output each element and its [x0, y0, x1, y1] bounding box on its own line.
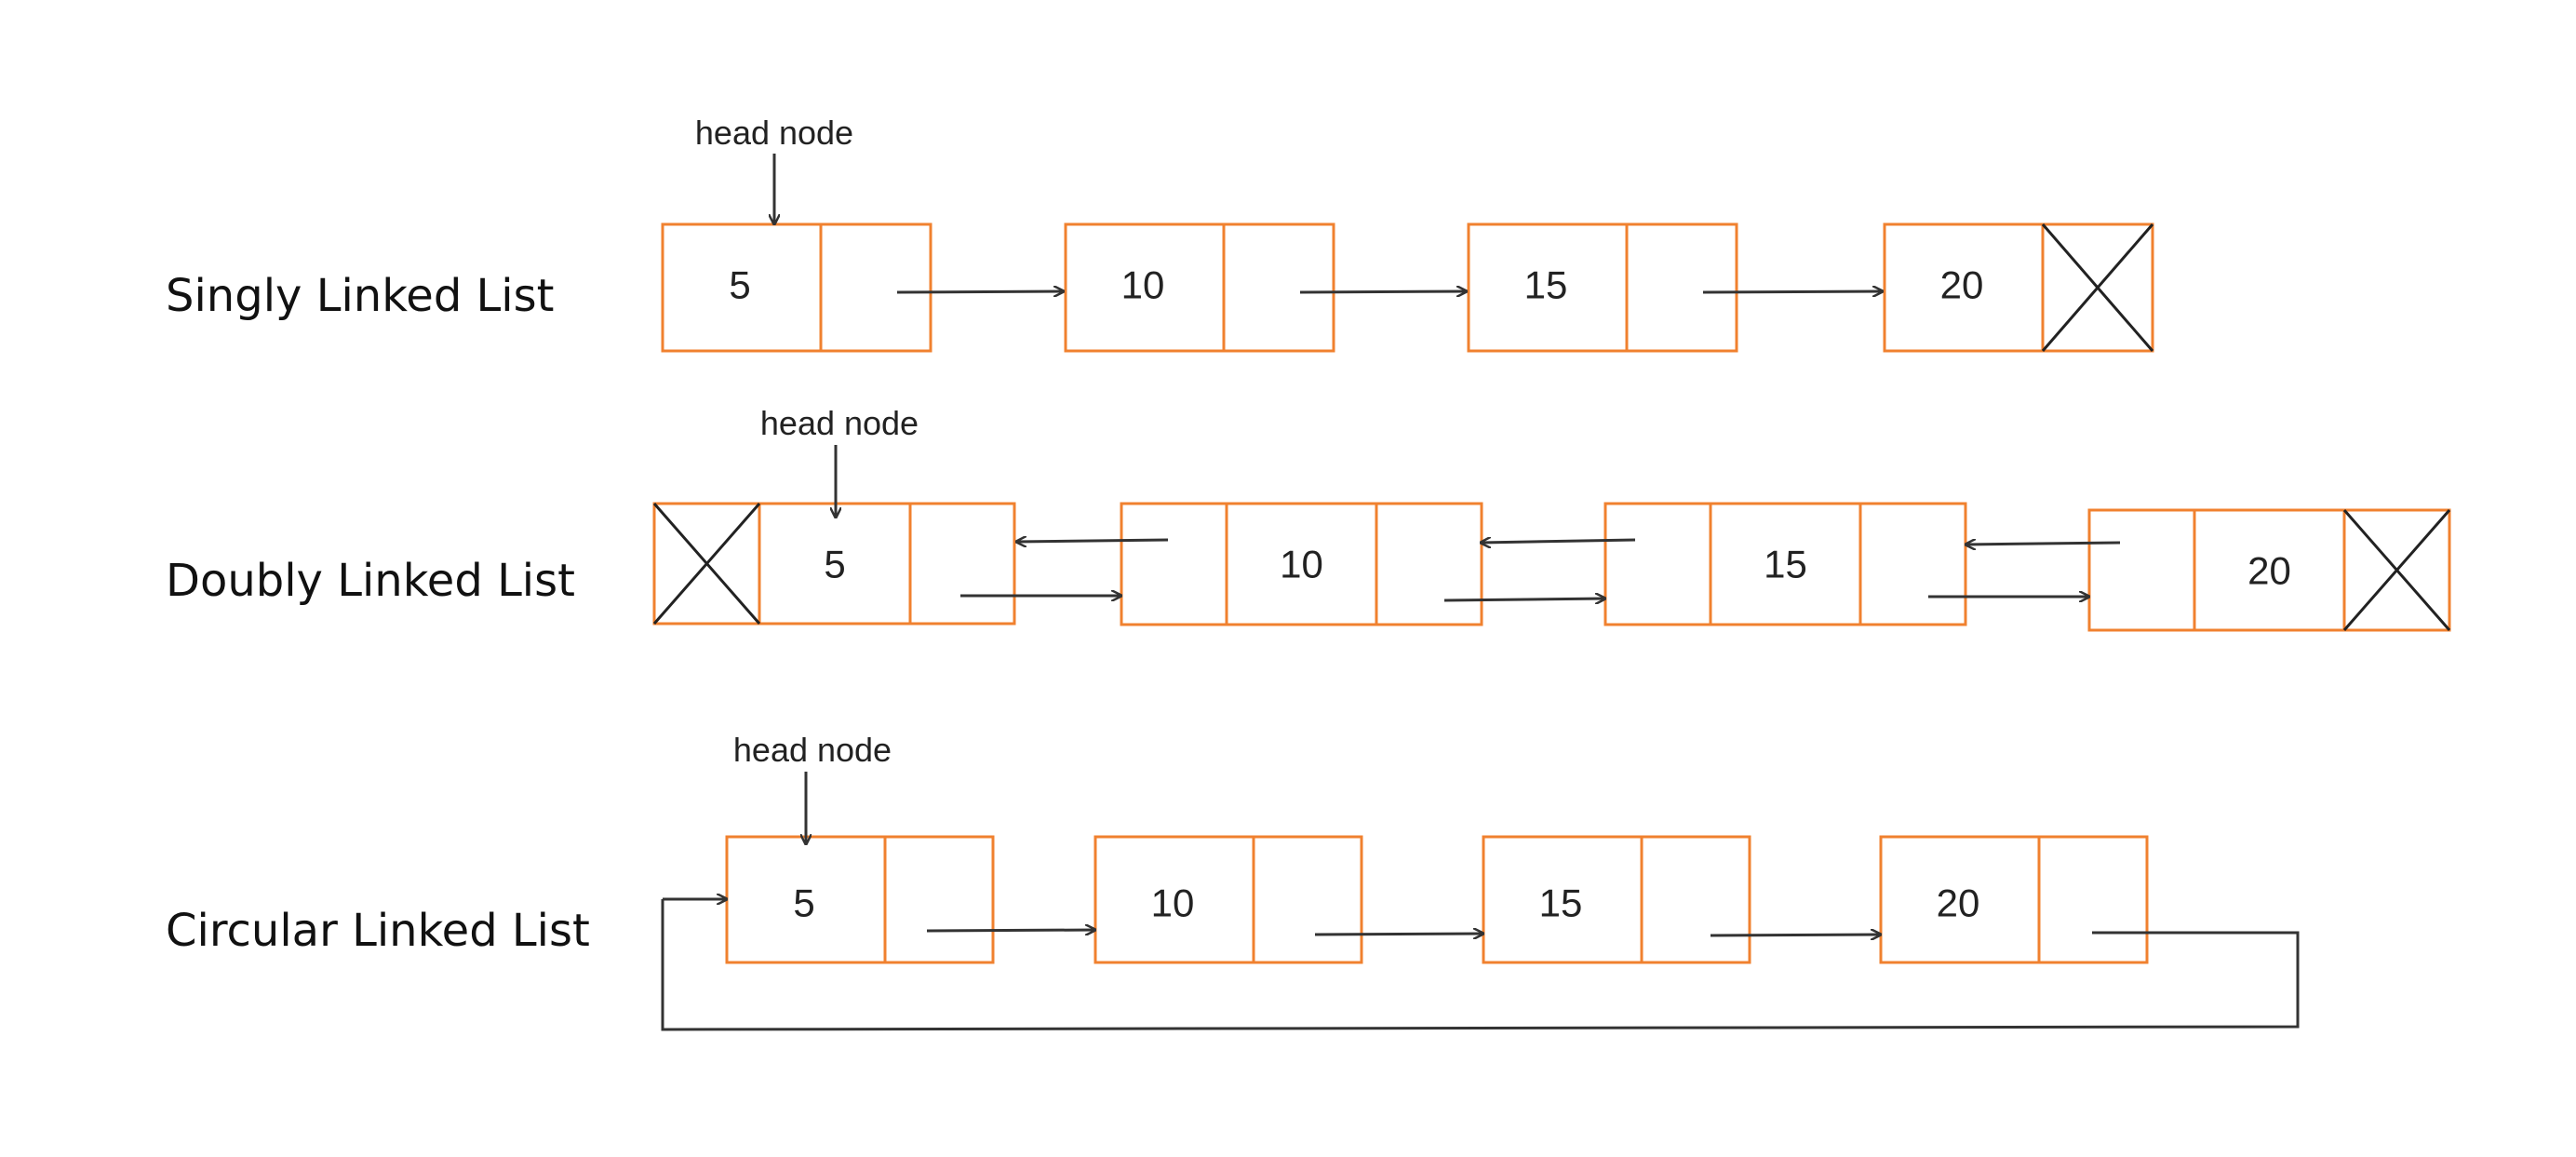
head-node-label-singly: head node: [695, 114, 853, 152]
circular-node-1-value: 5: [793, 881, 814, 925]
circular-node-2-value: 10: [1151, 881, 1195, 925]
title-doubly-linked-list: Doubly Linked List: [166, 555, 575, 607]
head-node-label-circular: head node: [733, 731, 892, 769]
circular-next-arrow-1: [926, 930, 1095, 931]
circular-node-4-value: 20: [1937, 881, 1980, 925]
singly-node-1-data-cell: [661, 222, 823, 353]
singly-next-arrow-1: [896, 291, 1064, 292]
singly-node-1-value: 5: [729, 263, 750, 307]
singly-node-2-value: 10: [1121, 263, 1165, 307]
singly-node-3-value: 15: [1524, 263, 1568, 307]
doubly-next-arrow-2: [1443, 599, 1605, 600]
circular-node-2-data-cell: [1093, 835, 1255, 964]
diagram-shapes: [652, 154, 2451, 1031]
doubly-node-2-value: 10: [1280, 543, 1323, 586]
singly-node-3-data-cell: [1467, 222, 1629, 353]
singly-node-4-value: 20: [1940, 263, 1984, 307]
circular-return-path: [661, 899, 2300, 1031]
singly-next-arrow-2: [1299, 291, 1467, 292]
doubly-node-3-next-cell: [1858, 502, 1967, 626]
singly-node-4-null-marker: [2041, 223, 2154, 352]
doubly-node-4-data-cell: [2193, 508, 2346, 632]
doubly-node-4-next-null-marker: [2342, 509, 2451, 631]
doubly-node-2-prev-cell: [1120, 502, 1228, 626]
doubly-node-1-next-cell: [908, 502, 1016, 626]
doubly-node-3-value: 15: [1764, 543, 1807, 586]
doubly-node-4-next-null-marker-stroke-b: [2342, 509, 2451, 631]
doubly-node-4-prev-cell: [2087, 508, 2196, 632]
head-node-label-doubly: head node: [760, 404, 919, 442]
singly-node-3-next-cell: [1625, 222, 1738, 353]
doubly-node-2-data-cell: [1225, 502, 1378, 626]
title-circular-linked-list: Circular Linked List: [166, 905, 590, 957]
circular-next-arrow-2: [1314, 934, 1483, 935]
circular-node-2-next-cell: [1252, 835, 1363, 964]
circular-node-4-next-cell: [2037, 835, 2149, 964]
doubly-node-3-data-cell: [1709, 502, 1862, 626]
doubly-node-3-prev-cell: [1603, 502, 1712, 626]
circular-node-3-data-cell: [1482, 835, 1644, 964]
singly-node-2-data-cell: [1064, 222, 1226, 353]
doubly-prev-arrow-3: [1966, 543, 2121, 545]
doubly-prev-arrow-1: [1016, 540, 1169, 542]
doubly-node-2-next-cell: [1375, 502, 1483, 626]
node-values: 5 10 15 20 5 10 15 20 5 10 15 20: [729, 263, 2291, 925]
circular-node-4-data-cell: [1879, 835, 2041, 964]
doubly-node-1-prev-null-marker: [652, 503, 761, 625]
singly-node-4-data-cell: [1883, 222, 2045, 353]
singly-node-2-next-cell: [1222, 222, 1335, 353]
circular-node-1-next-cell: [883, 835, 995, 964]
doubly-node-1-prev-null-marker-stroke-b: [652, 503, 761, 625]
singly-next-arrow-3: [1702, 291, 1883, 292]
doubly-node-4-value: 20: [2247, 549, 2291, 593]
title-singly-linked-list: Singly Linked List: [166, 270, 554, 322]
doubly-prev-arrow-2: [1481, 540, 1636, 543]
circular-node-1-data-cell: [725, 835, 887, 964]
circular-node-3-next-cell: [1640, 835, 1751, 964]
singly-node-1-next-cell: [819, 222, 932, 353]
doubly-node-1-value: 5: [824, 543, 845, 586]
circular-node-3-value: 15: [1539, 881, 1583, 925]
singly-node-4-null-marker-stroke-b: [2041, 223, 2154, 352]
doubly-node-1-data-cell: [758, 502, 912, 626]
